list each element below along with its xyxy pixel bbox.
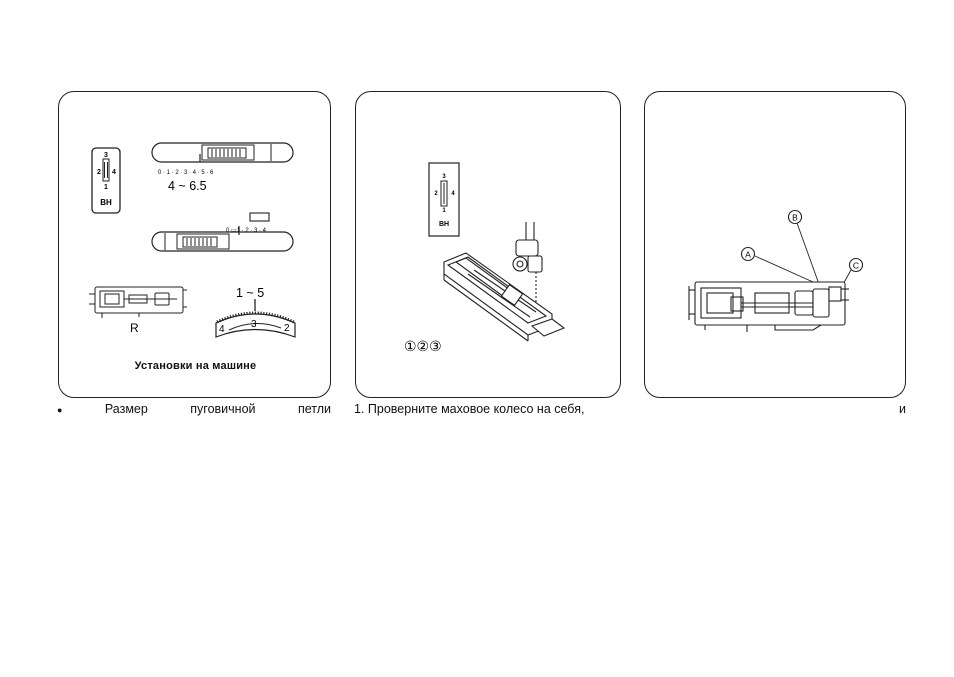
label-a: A	[745, 250, 751, 260]
panel-caption: Установки на машине	[59, 360, 332, 372]
word-1: Размер	[105, 402, 148, 416]
buttonhole-foot-icon	[689, 282, 849, 332]
stitch-length-range: 4 ~ 6.5	[168, 179, 207, 193]
dial-number-left: 4	[219, 324, 225, 335]
label-b: B	[792, 213, 798, 223]
buttonhole-foot-icon	[89, 287, 187, 318]
column-1-text: ● Размер пуговичной петли	[57, 402, 331, 416]
bh-left-number: 2	[97, 169, 101, 176]
attach-foot-panel: 3 2 4 1 BH ①②③	[355, 91, 621, 398]
column-3-text: и	[899, 402, 906, 416]
column-2-text: 1. Проверните маховое колесо на себя,	[354, 402, 584, 416]
bh-bottom-number: 1	[104, 184, 108, 191]
bh-right-number: 4	[112, 169, 116, 176]
label-c: C	[853, 261, 859, 271]
presser-foot-icon	[444, 222, 564, 341]
word-2: пуговичной	[190, 402, 255, 416]
label-a-icon: A	[742, 248, 755, 261]
bh-right-number: 4	[451, 191, 455, 197]
bh-bottom-number: 1	[442, 208, 446, 214]
leader-lines	[755, 223, 851, 288]
dial-range: 1 ~ 5	[236, 286, 264, 300]
bh-selector-icon: 3 2 4 1 BH	[429, 163, 459, 236]
bh-left-number: 2	[434, 191, 438, 197]
stitch-length-scale: 0 · 1 · 2 · 3 · 4 · 5 · 6	[158, 170, 214, 176]
step-numbers: ①②③	[404, 338, 442, 354]
stitch-width-scale: 0 ▭1 · 2 · 3 · 4	[226, 228, 267, 234]
bullet-icon: ●	[57, 405, 62, 416]
machine-settings-panel: 3 2 4 1 BH 0 · 1 · 2 · 3 · 4 · 5 · 6 4 ~…	[58, 91, 331, 398]
bh-label: BH	[439, 221, 449, 228]
foot-detail-panel: B A C	[644, 91, 906, 398]
stitch-width-slider-icon	[152, 213, 293, 251]
stitch-length-slider-icon	[152, 143, 293, 162]
dial-number-right: 2	[284, 323, 290, 334]
bh-selector-icon: 3 2 4 1 BH	[92, 148, 120, 213]
machine-settings-illustration: 3 2 4 1 BH 0 · 1 · 2 · 3 · 4 · 5 · 6 4 ~…	[59, 92, 332, 399]
bh-label: BH	[100, 198, 112, 207]
label-c-icon: C	[850, 259, 863, 272]
dial-number-center: 3	[251, 319, 257, 330]
label-b-icon: B	[789, 211, 802, 224]
bh-top-number: 3	[442, 174, 446, 180]
foot-letter: R	[130, 321, 139, 335]
attach-foot-illustration: 3 2 4 1 BH ①②③	[356, 92, 622, 399]
word-3: петли	[298, 402, 331, 416]
foot-detail-illustration: B A C	[645, 92, 907, 399]
bh-top-number: 3	[104, 152, 108, 159]
